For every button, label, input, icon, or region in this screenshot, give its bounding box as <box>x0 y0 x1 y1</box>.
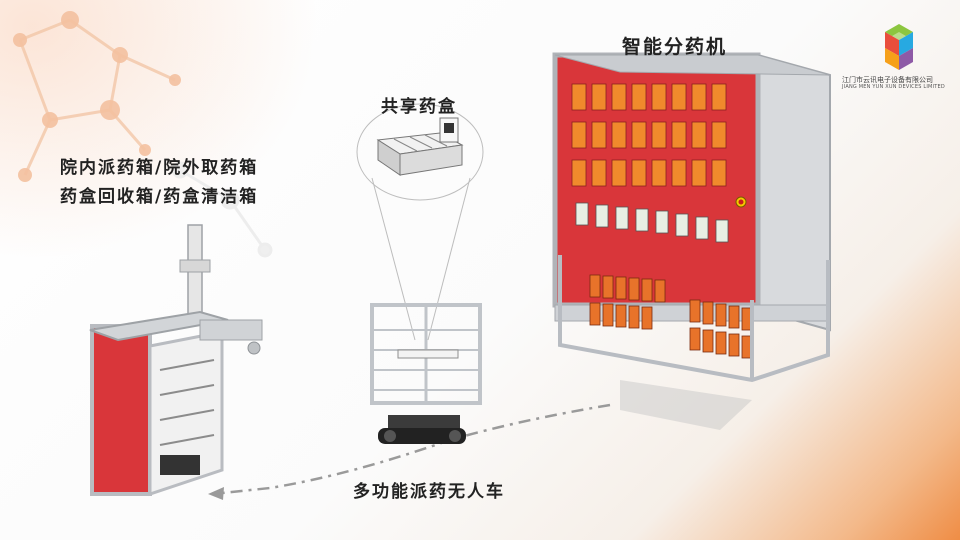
label-vehicle: 多功能派药无人车 <box>353 482 505 502</box>
label-shared-box: 共享药盒 <box>381 97 457 117</box>
company-logo-icon <box>885 24 913 70</box>
molecule-decoration <box>18 18 176 176</box>
delivery-vehicle <box>370 303 482 444</box>
flow-arrow-head <box>208 487 224 500</box>
lower-bins <box>589 274 753 359</box>
display-panels <box>575 202 729 243</box>
decorative-glow <box>0 0 320 260</box>
label-station-line1: 院内派药箱/院外取药箱 <box>60 158 259 178</box>
label-station-line2: 药盒回收箱/药盒清洁箱 <box>60 187 259 207</box>
drawer-grid <box>571 83 727 187</box>
zoom-cone <box>356 103 484 341</box>
shared-medicine-box-icon <box>376 117 464 176</box>
dispensing-cabinet <box>552 52 831 430</box>
molecule-nodes <box>13 11 181 182</box>
company-name-cn: 江门市云讯电子设备有限公司 <box>842 76 933 84</box>
label-cabinet: 智能分药机 <box>622 36 728 58</box>
molecule-faint <box>171 161 273 258</box>
medicine-station <box>89 224 263 497</box>
company-name-en: JIANG MEN YUN XUN DEVICES LIMITED <box>842 84 945 90</box>
